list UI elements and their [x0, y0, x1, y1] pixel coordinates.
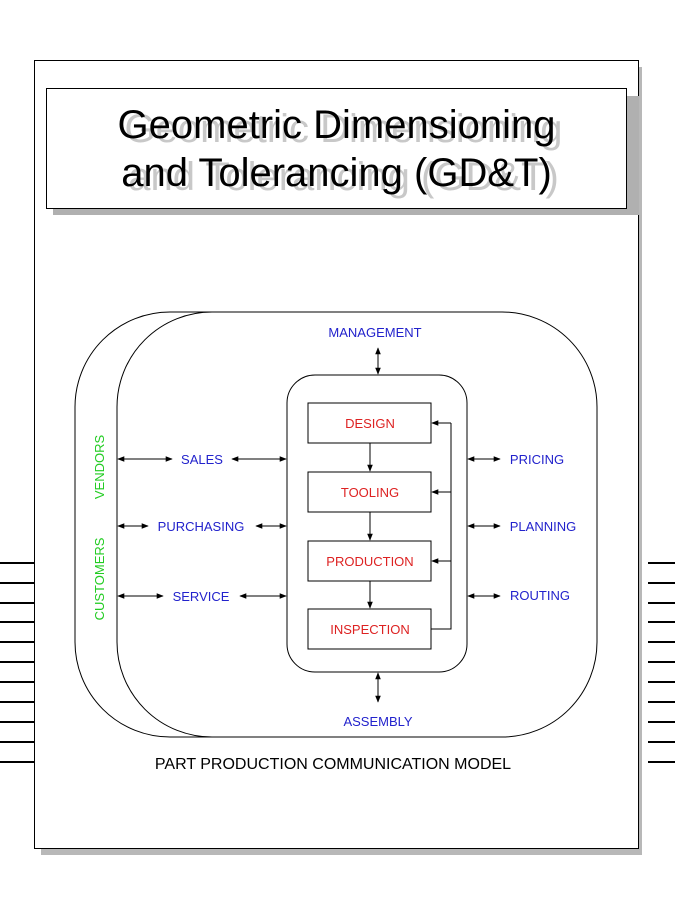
- design-label: DESIGN: [345, 416, 395, 431]
- inspection-label: INSPECTION: [330, 622, 409, 637]
- management-label: MANAGEMENT: [328, 325, 421, 340]
- production-box: [307, 540, 432, 582]
- assembly-label: ASSEMBLY: [343, 714, 412, 729]
- process-boundary: [286, 374, 468, 673]
- title-box: Geometric Dimensioning Geometric Dimensi…: [46, 88, 627, 209]
- sales-label: SALES: [181, 452, 223, 467]
- left-arrows: [117, 456, 287, 599]
- right-arrows: [467, 456, 501, 599]
- title-line1-shadow: Geometric Dimensioning: [124, 107, 563, 151]
- title-line2: and Tolerancing (GD&T): [121, 151, 552, 195]
- title-line1: Geometric Dimensioning: [117, 103, 556, 147]
- pricing-label: PRICING: [510, 452, 564, 467]
- right-binder-tabs: [648, 562, 675, 763]
- tooling-box: [307, 471, 432, 513]
- purchasing-label: PURCHASING: [158, 519, 245, 534]
- left-binder-tabs: [0, 562, 34, 763]
- vendors-label: VENDORS: [92, 435, 107, 500]
- tooling-label: TOOLING: [341, 485, 399, 500]
- customers-label: CUSTOMERS: [92, 537, 107, 620]
- diagram-caption: PART PRODUCTION COMMUNICATION MODEL: [155, 756, 511, 773]
- planning-label: PLANNING: [510, 519, 576, 534]
- feedback-loop: [431, 420, 452, 630]
- title-line2-shadow: and Tolerancing (GD&T): [128, 155, 559, 199]
- service-label: SERVICE: [173, 589, 230, 604]
- production-label: PRODUCTION: [326, 554, 413, 569]
- routing-label: ROUTING: [510, 588, 570, 603]
